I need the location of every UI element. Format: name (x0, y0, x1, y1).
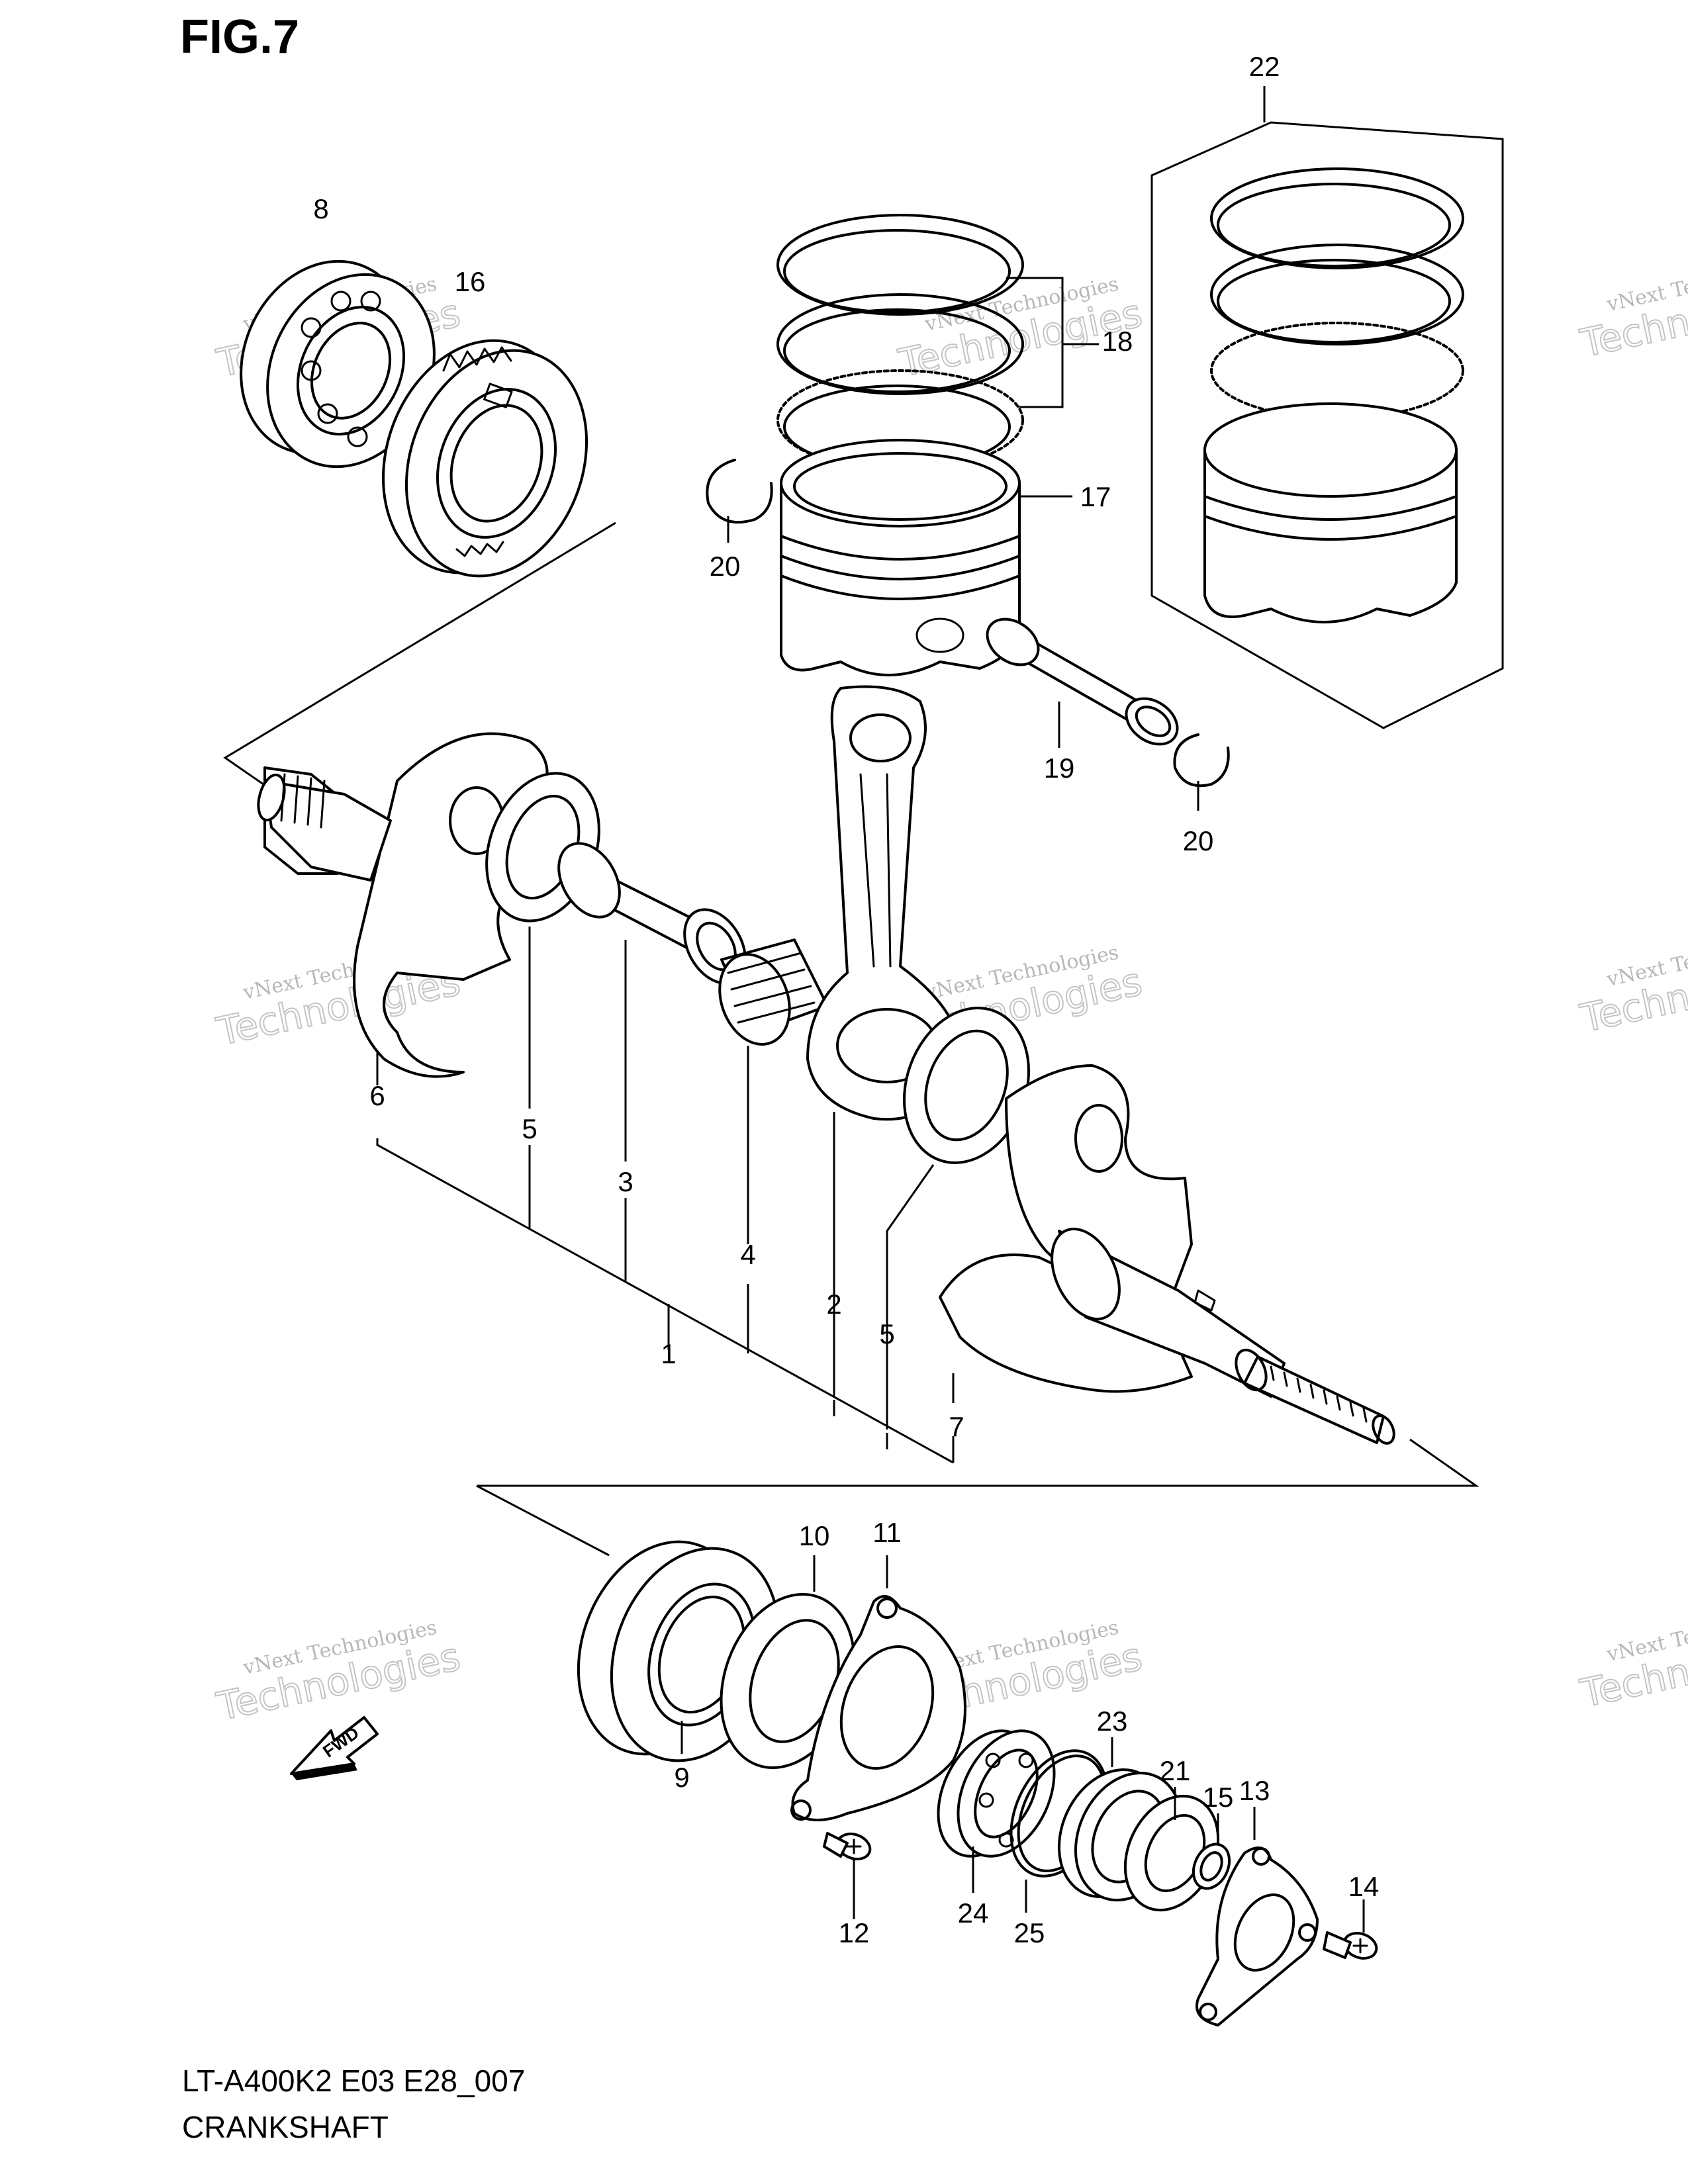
callout-20-upper: 20 (710, 551, 741, 582)
part-13-retainer-plate (1196, 1807, 1319, 2026)
part-7-crank-web-right (939, 1064, 1395, 1445)
callout-5-left: 5 (522, 1113, 537, 1144)
group-line-lower (476, 1438, 1479, 1557)
callout-24: 24 (958, 1897, 989, 1929)
part-2-connecting-rod (806, 685, 964, 1396)
callout-labels: 1 2 3 4 5 5 6 7 8 9 10 11 12 13 14 15 16… (313, 51, 1379, 1948)
part-12-screw (823, 1832, 872, 1919)
part-15-washer (1192, 1813, 1231, 1890)
fwd-arrow-icon: FWD (290, 1716, 379, 1780)
callout-16: 16 (455, 266, 486, 297)
callout-19: 19 (1044, 752, 1075, 784)
part-16-gear (381, 339, 588, 578)
callout-5-right: 5 (879, 1318, 894, 1349)
part-4-needle-bearing (718, 938, 829, 1244)
model-code: LT-A400K2 E03 E28_007 (182, 2064, 525, 2098)
watermark-9: vNext Technologies Technologies (1575, 1603, 1688, 1717)
callout-14: 14 (1348, 1871, 1380, 1902)
callout-7: 7 (949, 1411, 964, 1442)
watermark-6: vNext Technologies Technologies (1575, 928, 1688, 1042)
callout-9: 9 (674, 1762, 689, 1793)
watermark-7: vNext Technologies Technologies (212, 1616, 465, 1730)
callout-8: 8 (313, 193, 328, 224)
callout-22: 22 (1249, 51, 1280, 82)
callout-4: 4 (740, 1239, 755, 1270)
part-11-retainer-plate (790, 1555, 966, 1821)
part-19-piston-pin (986, 617, 1179, 748)
watermark-3: vNext Technologies Technologies (1575, 253, 1688, 367)
part-22-piston-set (1150, 86, 1504, 729)
callout-17: 17 (1080, 481, 1111, 512)
callout-2: 2 (826, 1289, 841, 1320)
callout-21: 21 (1160, 1755, 1191, 1786)
crank-spline-left (257, 773, 392, 882)
callout-20-lower: 20 (1183, 825, 1214, 856)
part-1-bracket (376, 1138, 955, 1464)
callout-15: 15 (1203, 1782, 1234, 1813)
part-24-bearing (937, 1729, 1056, 1893)
part-20-circlip-upper (706, 459, 773, 543)
group-name: CRANKSHAFT (182, 2110, 389, 2144)
callout-11: 11 (872, 1517, 902, 1548)
part-14-screw (1323, 1899, 1378, 1960)
part-17-piston (780, 439, 1072, 676)
callout-13: 13 (1239, 1775, 1270, 1806)
callout-12: 12 (839, 1917, 870, 1948)
part-8-bearing (240, 259, 436, 469)
callout-6: 6 (369, 1080, 385, 1111)
callout-10: 10 (799, 1520, 830, 1551)
figure-title: FIG.7 (180, 11, 299, 64)
callout-1: 1 (661, 1338, 676, 1369)
callout-18: 18 (1102, 326, 1133, 357)
callout-23: 23 (1097, 1706, 1128, 1737)
callout-25: 25 (1014, 1917, 1045, 1948)
callout-3: 3 (618, 1166, 633, 1197)
part-20-circlip-lower (1173, 733, 1230, 811)
